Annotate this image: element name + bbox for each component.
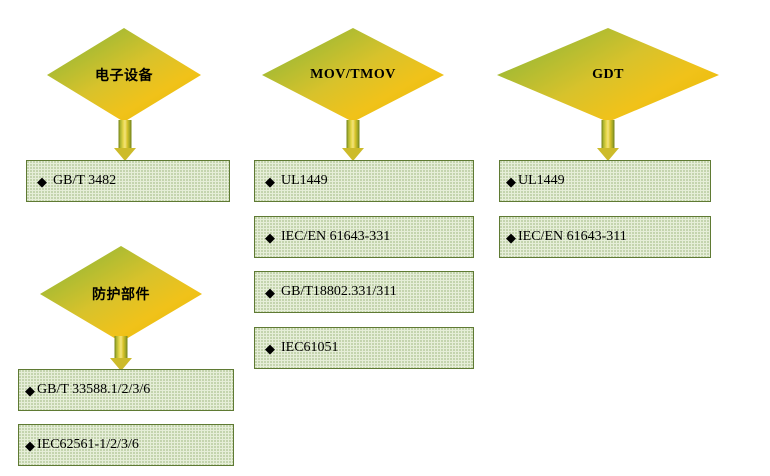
box-label: IEC/EN 61643-311 — [518, 229, 627, 244]
box-mov-tmov-1[interactable]: ◆ IEC/EN 61643-331 — [254, 216, 474, 258]
bullet-icon: ◆ — [25, 437, 35, 453]
arrow-head — [110, 358, 132, 371]
box-mov-tmov-2[interactable]: ◆ GB/T18802.331/311 — [254, 271, 474, 313]
box-mov-tmov-3[interactable]: ◆ IEC61051 — [254, 327, 474, 369]
arrow-electronic-equipment — [113, 120, 137, 161]
node-gdt[interactable]: GDT — [497, 28, 719, 122]
box-protection-component-0[interactable]: ◆ GB/T 33588.1/2/3/6 — [18, 369, 234, 411]
node-electronic-equipment[interactable]: 电子设备 — [47, 28, 201, 122]
bullet-icon: ◆ — [25, 382, 35, 398]
bullet-icon: ◆ — [265, 284, 275, 300]
box-gdt-1[interactable]: ◆ IEC/EN 61643-311 — [499, 216, 711, 258]
bullet-icon: ◆ — [265, 340, 275, 356]
node-label: 防护部件 — [92, 288, 150, 303]
bullet-icon: ◆ — [506, 229, 516, 245]
bullet-icon: ◆ — [37, 173, 47, 189]
box-label: UL1449 — [518, 173, 565, 188]
box-label: IEC61051 — [281, 340, 339, 355]
box-label: GB/T 3482 — [53, 173, 117, 188]
node-label: MOV/TMOV — [310, 67, 396, 82]
arrow-stem — [346, 120, 360, 149]
box-label: GB/T 33588.1/2/3/6 — [37, 382, 151, 397]
node-mov-tmov[interactable]: MOV/TMOV — [262, 28, 444, 122]
node-label: 电子设备 — [95, 69, 153, 84]
box-gdt-0[interactable]: ◆ UL1449 — [499, 160, 711, 202]
arrow-stem — [601, 120, 615, 149]
node-label: GDT — [592, 67, 624, 82]
box-label: UL1449 — [281, 173, 328, 188]
arrow-stem — [118, 120, 132, 149]
box-electronic-equipment-0[interactable]: ◆ GB/T 3482 — [26, 160, 230, 202]
box-protection-component-1[interactable]: ◆ IEC62561-1/2/3/6 — [18, 424, 234, 466]
bullet-icon: ◆ — [265, 229, 275, 245]
arrow-head — [342, 148, 364, 161]
arrow-gdt — [596, 120, 620, 161]
arrow-head — [597, 148, 619, 161]
arrow-protection-component — [109, 336, 133, 371]
arrow-head — [114, 148, 136, 161]
arrow-mov-tmov — [341, 120, 365, 161]
bullet-icon: ◆ — [506, 173, 516, 189]
arrow-stem — [114, 336, 128, 359]
bullet-icon: ◆ — [265, 173, 275, 189]
node-protection-component[interactable]: 防护部件 — [40, 246, 202, 342]
box-label: IEC/EN 61643-331 — [281, 229, 391, 244]
box-mov-tmov-0[interactable]: ◆ UL1449 — [254, 160, 474, 202]
box-label: GB/T18802.331/311 — [281, 284, 397, 299]
box-label: IEC62561-1/2/3/6 — [37, 437, 139, 452]
